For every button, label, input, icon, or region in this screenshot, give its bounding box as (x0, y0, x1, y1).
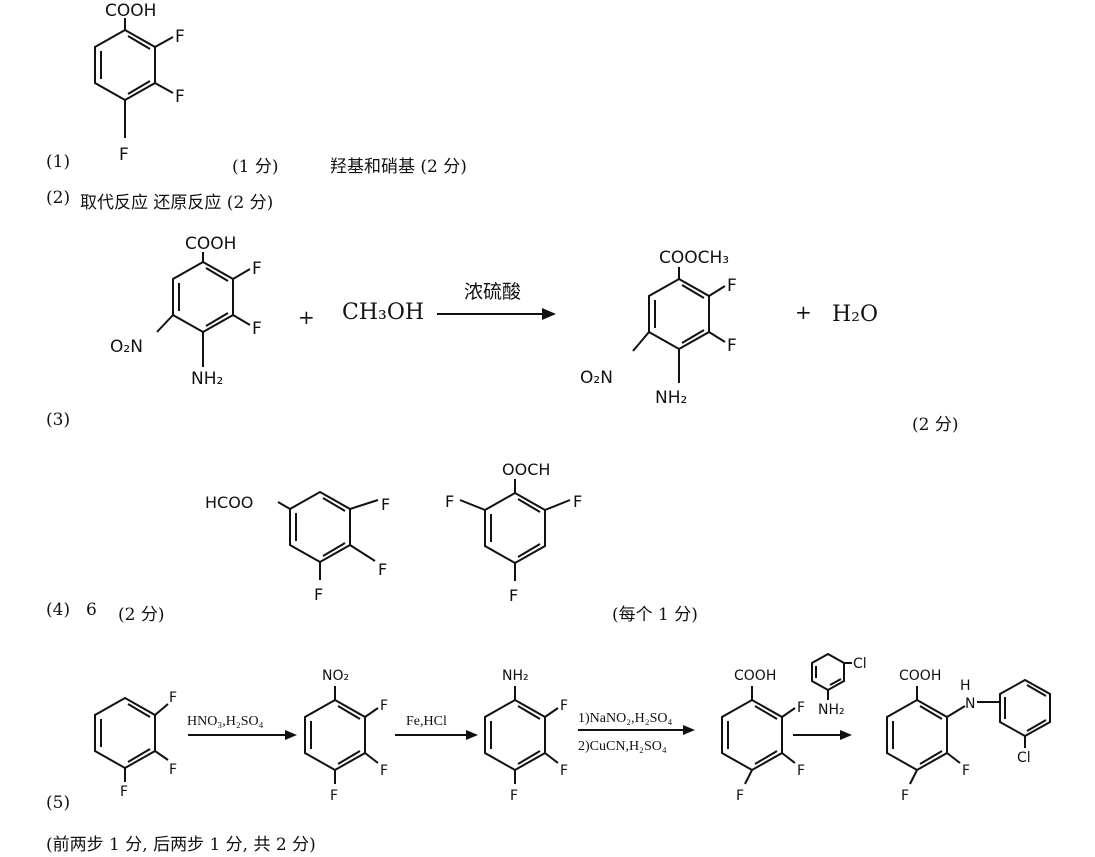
q2-answer: 取代反应 还原反应 (2 分) (80, 193, 274, 213)
q3-plus1: + (298, 305, 315, 329)
q3-reaction-arrow: 浓硫酸 (437, 281, 556, 320)
f-label: F (380, 698, 388, 714)
nh2-label: NH₂ (502, 668, 529, 684)
q3-label: (3) (46, 410, 71, 430)
f-label: F (169, 762, 177, 778)
q1-answer: 羟基和硝基 (2 分) (330, 157, 467, 177)
f-label: F (727, 276, 737, 296)
q3-product-molecule: COOCH₃ F F O₂N NH₂ (580, 248, 737, 408)
q5-reagent-molecule: Cl NH₂ (811, 652, 867, 718)
f-label: F (797, 763, 805, 779)
q5-label: (5) (46, 793, 71, 813)
cooh-label: COOH (185, 234, 236, 254)
f-label: F (120, 784, 128, 800)
f-label: F (445, 492, 454, 511)
q1-label: (1) (46, 152, 71, 172)
q3-water: H₂O (832, 302, 879, 327)
q3-plus2: + (795, 300, 812, 324)
f-label: F (169, 690, 177, 706)
f-label: F (314, 585, 323, 604)
no2-label: O₂N (580, 368, 613, 388)
f-label: F (573, 492, 582, 511)
h-label: H (960, 678, 971, 694)
nh2-label: NH₂ (655, 388, 687, 408)
q3-methanol: CH₃OH (342, 300, 425, 325)
f-label: F (175, 27, 185, 47)
step2-label: Fe,HCl (406, 714, 447, 729)
cl-label: Cl (853, 656, 867, 672)
q5-arrow-step4 (793, 730, 852, 740)
q5-intermediate3-molecule: COOH F F F (721, 668, 805, 804)
f-label: F (797, 700, 805, 716)
step1-label: HNO₃,H₂SO₄ (187, 714, 264, 729)
nh2-label: NH₂ (818, 702, 845, 718)
q1-score: (1 分) (232, 157, 279, 177)
no2-label: NO₂ (322, 668, 349, 684)
q4-label: (4) (46, 600, 71, 620)
q5-arrow-step3: 1)NaNO₂,H₂SO₄ 2)CuCN,H₂SO₄ (578, 711, 695, 754)
f-label: F (252, 259, 262, 279)
nh2-label: NH₂ (191, 369, 223, 389)
n-label: N (965, 696, 975, 712)
cooh-label: COOH (899, 668, 941, 684)
f-label: F (380, 763, 388, 779)
q5-start-molecule: F F F (94, 690, 177, 800)
cooh-label: COOH (105, 1, 156, 21)
cooh-label: COOH (734, 668, 776, 684)
q1-molecule: COOH F F F (94, 1, 185, 165)
q5-intermediate2-molecule: NH₂ F F F (484, 668, 568, 804)
step3a-label: 1)NaNO₂,H₂SO₄ (578, 711, 672, 726)
f-label: F (330, 788, 338, 804)
f-label: F (962, 763, 970, 779)
q5-intermediate1-molecule: NO₂ F F F (304, 668, 388, 804)
q3-reactant-molecule: COOH F F O₂N NH₂ (110, 234, 262, 389)
q5-arrow-step2: Fe,HCl (395, 714, 478, 740)
f-label: F (560, 763, 568, 779)
q2-label: (2) (46, 188, 71, 208)
f-label: F (727, 336, 737, 356)
cooch3-label: COOCH₃ (659, 248, 729, 268)
q4-count: 6 (86, 600, 97, 620)
no2-label: O₂N (110, 337, 143, 357)
f-label: F (175, 87, 185, 107)
q4-note: (每个 1 分) (612, 605, 698, 625)
f-label: F (901, 788, 909, 804)
f-label: F (119, 145, 129, 165)
q4-isomer1-molecule: HCOO F F F (205, 490, 390, 604)
q5-note: (前两步 1 分, 后两步 1 分, 共 2 分) (46, 835, 316, 855)
q4-isomer2-molecule: OOCH F F F (445, 460, 582, 605)
f-label: F (381, 495, 390, 514)
f-label: F (252, 319, 262, 339)
f-label: F (510, 788, 518, 804)
f-label: F (509, 586, 518, 605)
q3-score: (2 分) (912, 415, 959, 435)
step3b-label: 2)CuCN,H₂SO₄ (578, 739, 667, 754)
oocH-label: OOCH (502, 460, 550, 479)
f-label: F (560, 698, 568, 714)
cl-label: Cl (1017, 750, 1031, 766)
q5-product-molecule: COOH H N Cl F F (886, 668, 1051, 804)
f-label: F (378, 560, 387, 579)
hcoo-label: HCOO (205, 493, 253, 512)
condition-label: 浓硫酸 (464, 281, 521, 303)
q5-arrow-step1: HNO₃,H₂SO₄ (187, 714, 297, 740)
q4-score: (2 分) (118, 605, 165, 625)
f-label: F (736, 788, 744, 804)
